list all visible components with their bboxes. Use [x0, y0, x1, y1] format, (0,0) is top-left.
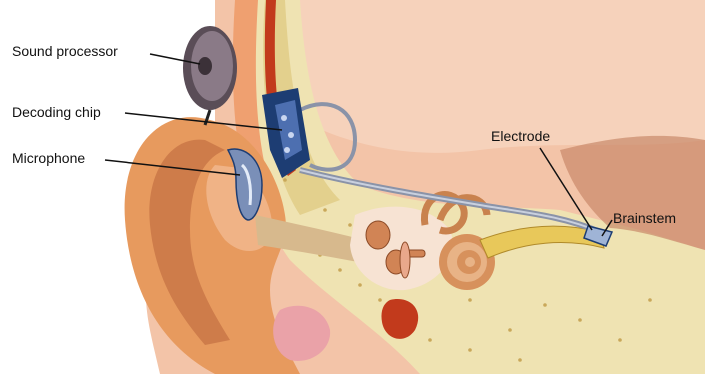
microphone-label: Microphone	[12, 150, 85, 166]
eardrum	[400, 242, 410, 278]
electrode-label: Electrode	[491, 128, 550, 144]
sound-processor-label: Sound processor	[12, 43, 118, 59]
lower-vessel	[381, 299, 418, 339]
brainstem-label: Brainstem	[613, 210, 676, 226]
decoding-chip-label: Decoding chip	[12, 104, 101, 120]
